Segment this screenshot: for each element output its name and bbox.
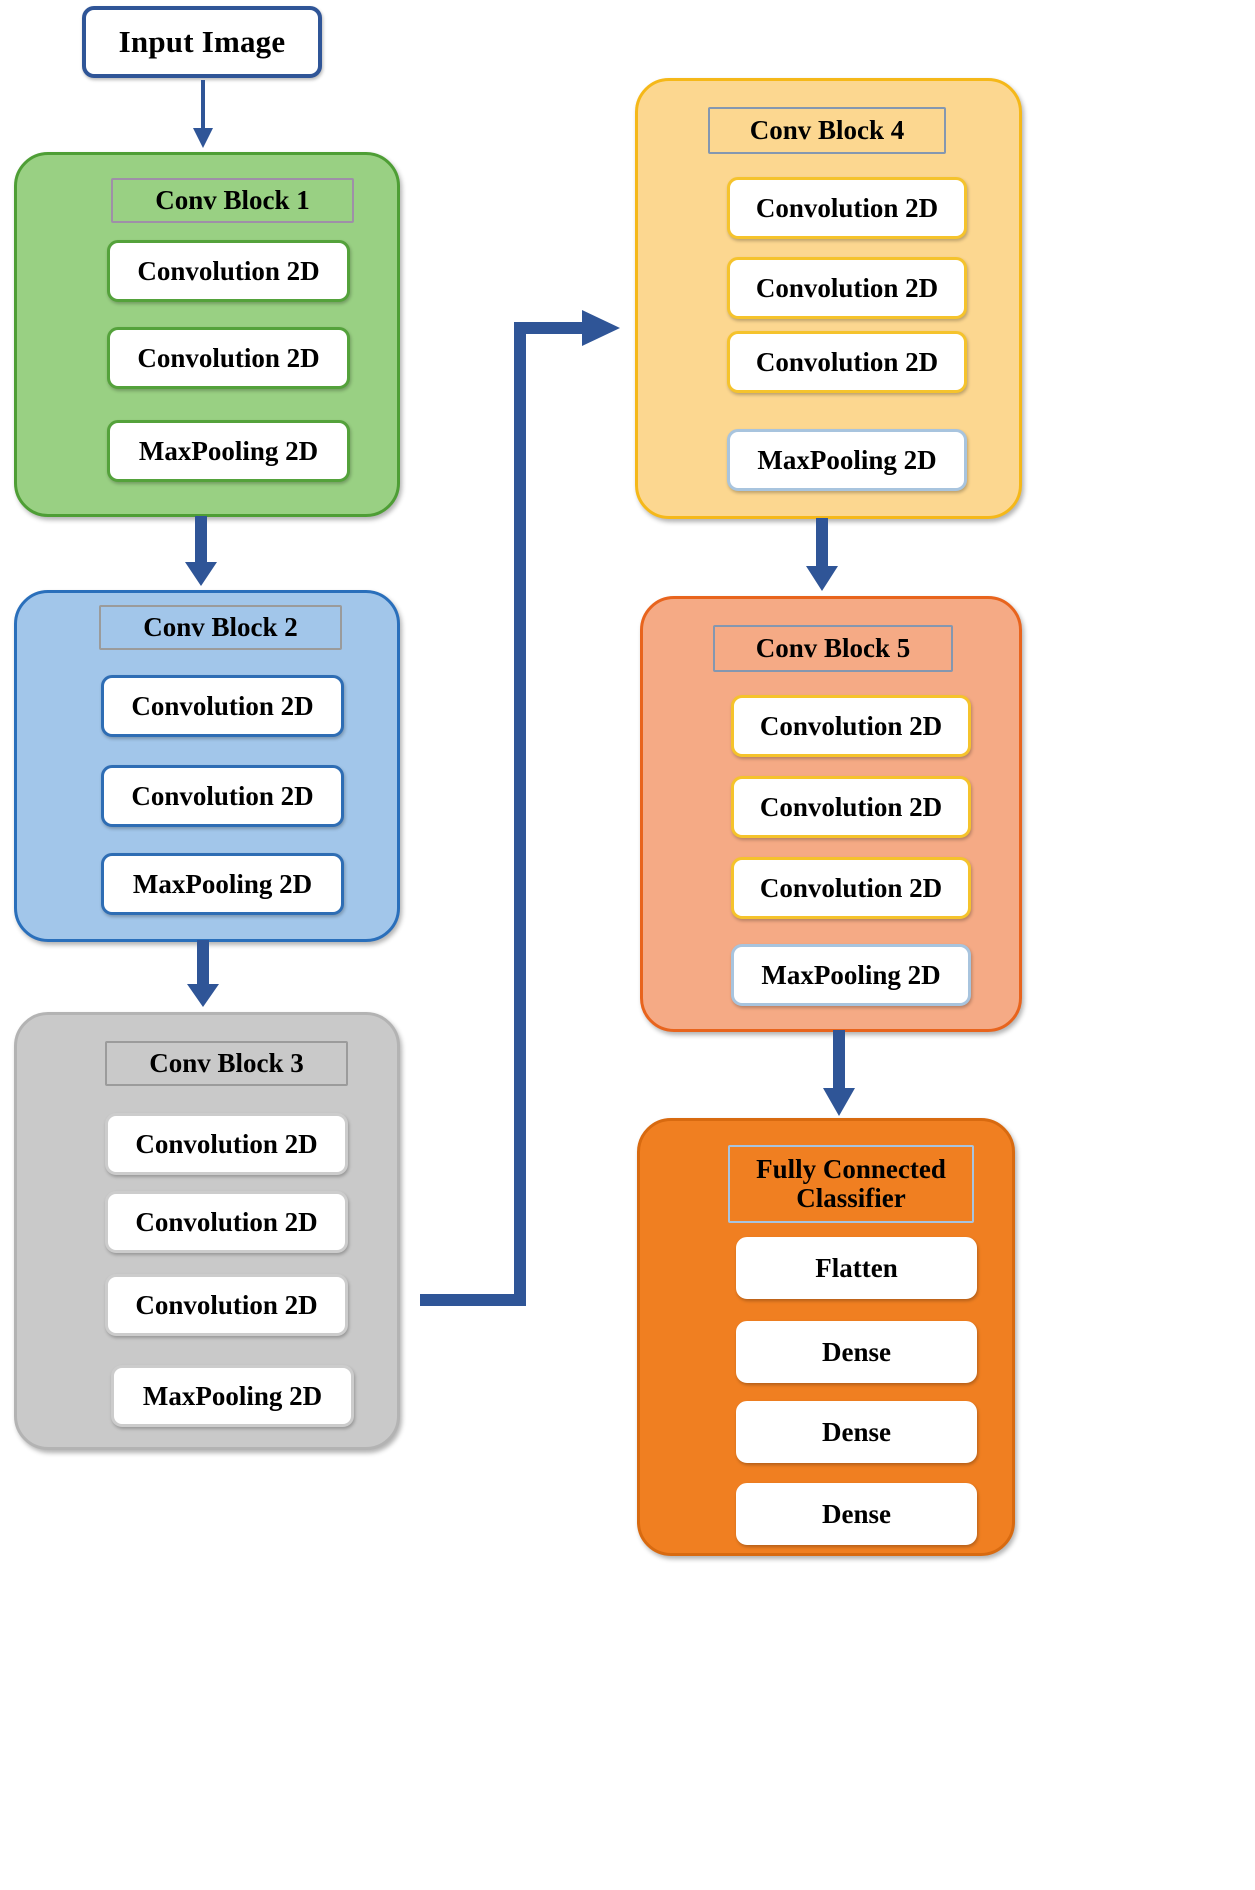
conv-block-5: Conv Block 5 Convolution 2D Convolution … — [640, 596, 1022, 1032]
conv-block-2-layer-2: MaxPooling 2D — [101, 853, 344, 915]
connector-block4-to-block5 — [803, 518, 843, 594]
conv-block-2-title-text: Conv Block 2 — [143, 611, 298, 642]
connector-input-to-block1 — [186, 80, 220, 152]
conv-block-4-title-text: Conv Block 4 — [749, 114, 905, 145]
conv-block-4: Conv Block 4 Convolution 2D Convolution … — [635, 78, 1022, 519]
conv-block-3-layer-0: Convolution 2D — [105, 1113, 348, 1175]
conv-block-5-layer-0: Convolution 2D — [731, 695, 971, 757]
conv-block-1-layer-2: MaxPooling 2D — [107, 420, 350, 482]
conv-block-4-layer-2: Convolution 2D — [727, 331, 967, 393]
conv-block-3-layer-2: Convolution 2D — [105, 1274, 348, 1336]
fully-connected-classifier: Fully Connected Classifier Flatten Dense… — [637, 1118, 1015, 1556]
conv-block-3-layer-3: MaxPooling 2D — [111, 1365, 354, 1427]
conv-block-4-layer-3: MaxPooling 2D — [727, 429, 967, 491]
conv-block-5-title: Conv Block 5 — [713, 625, 953, 672]
fc-title-line1: Fully Connected — [756, 1153, 946, 1184]
conv-block-4-layer-1: Convolution 2D — [727, 257, 967, 319]
input-image-label: Input Image — [118, 23, 286, 59]
conv-block-3-title-text: Conv Block 3 — [149, 1047, 304, 1078]
connector-block5-to-classifier — [820, 1030, 860, 1120]
fc-title-line2: Classifier — [796, 1183, 906, 1213]
fc-layer-0: Flatten — [736, 1237, 977, 1299]
conv-block-1-title: Conv Block 1 — [111, 178, 354, 223]
conv-block-3: Conv Block 3 Convolution 2D Convolution … — [14, 1012, 400, 1450]
connector-block3-to-block4 — [412, 310, 627, 1310]
conv-block-3-title: Conv Block 3 — [105, 1041, 348, 1086]
conv-block-5-layer-2: Convolution 2D — [731, 857, 971, 919]
fc-layer-3: Dense — [736, 1483, 977, 1545]
fully-connected-classifier-title: Fully Connected Classifier — [728, 1145, 974, 1223]
conv-block-1-layer-1: Convolution 2D — [107, 327, 350, 389]
conv-block-2-layer-1: Convolution 2D — [101, 765, 344, 827]
fc-layer-1: Dense — [736, 1321, 977, 1383]
input-image-box: Input Image — [82, 6, 322, 78]
connector-block1-to-block2 — [182, 516, 222, 590]
conv-block-2-title: Conv Block 2 — [99, 605, 342, 650]
conv-block-1: Conv Block 1 Convolution 2D Convolution … — [14, 152, 400, 517]
conv-block-4-layer-0: Convolution 2D — [727, 177, 967, 239]
conv-block-5-layer-1: Convolution 2D — [731, 776, 971, 838]
conv-block-4-title: Conv Block 4 — [708, 107, 946, 154]
conv-block-5-title-text: Conv Block 5 — [755, 632, 911, 663]
conv-block-3-layer-1: Convolution 2D — [105, 1191, 348, 1253]
connector-block2-to-block3 — [184, 940, 224, 1010]
fc-layer-2: Dense — [736, 1401, 977, 1463]
conv-block-2: Conv Block 2 Convolution 2D Convolution … — [14, 590, 400, 942]
conv-block-1-layer-0: Convolution 2D — [107, 240, 350, 302]
conv-block-2-layer-0: Convolution 2D — [101, 675, 344, 737]
conv-block-5-layer-3: MaxPooling 2D — [731, 944, 971, 1006]
conv-block-1-title-text: Conv Block 1 — [155, 184, 310, 215]
